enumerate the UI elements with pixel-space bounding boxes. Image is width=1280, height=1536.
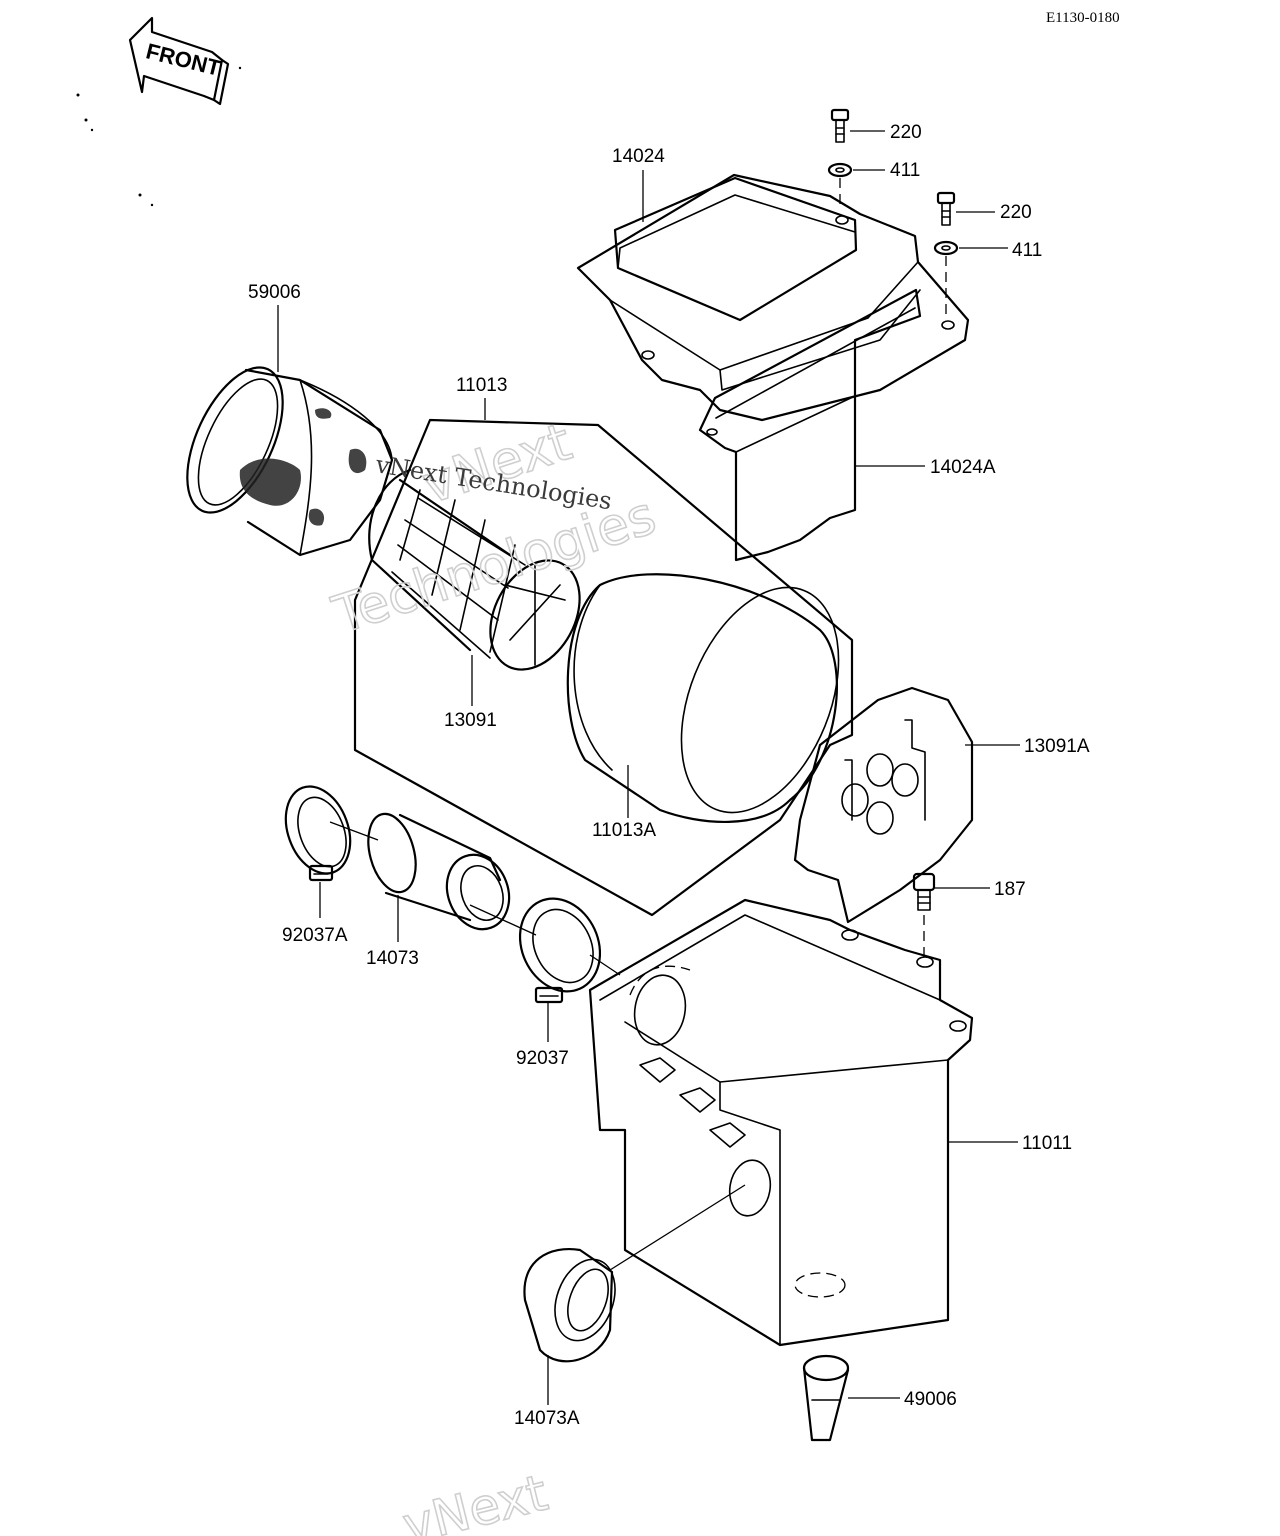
bolt-220-lower xyxy=(936,191,956,226)
label-screw: 187 xyxy=(994,879,1026,900)
part-labels: 220 411 220 411 14024 14024A 59006 11013… xyxy=(248,122,1090,1429)
screw-187 xyxy=(912,872,936,958)
cover-duct xyxy=(698,288,922,562)
label-washer-411-upper: 411 xyxy=(890,160,920,181)
label-washer-411-lower: 411 xyxy=(1012,240,1042,261)
intake-duct xyxy=(367,812,511,931)
lower-duct xyxy=(523,1248,616,1363)
document-code: E1130-0180 xyxy=(1046,10,1120,26)
watermark-brand-line: Technologies xyxy=(326,486,663,647)
precleaner xyxy=(186,366,394,557)
filter-assembly-outline xyxy=(353,418,854,917)
label-clamp: 92037 xyxy=(516,1048,569,1069)
label-clamp-a: 92037A xyxy=(282,925,348,946)
clamp-92037a xyxy=(284,785,352,882)
filter-plate xyxy=(793,686,974,924)
watermark-brand-bottom: vNext xyxy=(397,1464,553,1536)
bolt-220-upper xyxy=(830,108,850,143)
label-filter-assembly: 11013 xyxy=(456,375,507,396)
label-duct: 14073 xyxy=(366,948,419,969)
label-precleaner: 59006 xyxy=(248,282,301,303)
label-cover-duct: 14024A xyxy=(930,457,996,478)
front-label: FRONT xyxy=(144,38,224,81)
air-cleaner-case xyxy=(588,898,974,1347)
air-cleaner-cover xyxy=(576,173,970,422)
filter-frame xyxy=(368,468,581,671)
label-bolt-220-lower: 220 xyxy=(1000,202,1032,223)
label-cover: 14024 xyxy=(612,146,665,167)
washer-411-lower xyxy=(933,240,959,318)
label-drain-cap: 49006 xyxy=(904,1389,957,1410)
clamp-92037 xyxy=(518,897,602,1004)
drain-cap xyxy=(802,1354,850,1442)
label-filter-plate: 13091A xyxy=(1024,736,1090,757)
leader-lines xyxy=(277,130,1020,1405)
front-arrow-icon: FRONT xyxy=(128,16,230,106)
label-filter-element: 11013A xyxy=(592,820,656,841)
filter-element xyxy=(566,573,840,824)
washer-411-upper xyxy=(827,162,853,210)
label-bolt-220-upper: 220 xyxy=(890,122,922,143)
assembly-lines xyxy=(329,821,746,1271)
label-lower-duct: 14073A xyxy=(514,1408,580,1429)
label-case: 11011 xyxy=(1022,1133,1072,1154)
specks xyxy=(76,66,242,207)
label-filter-frame: 13091 xyxy=(444,710,497,731)
